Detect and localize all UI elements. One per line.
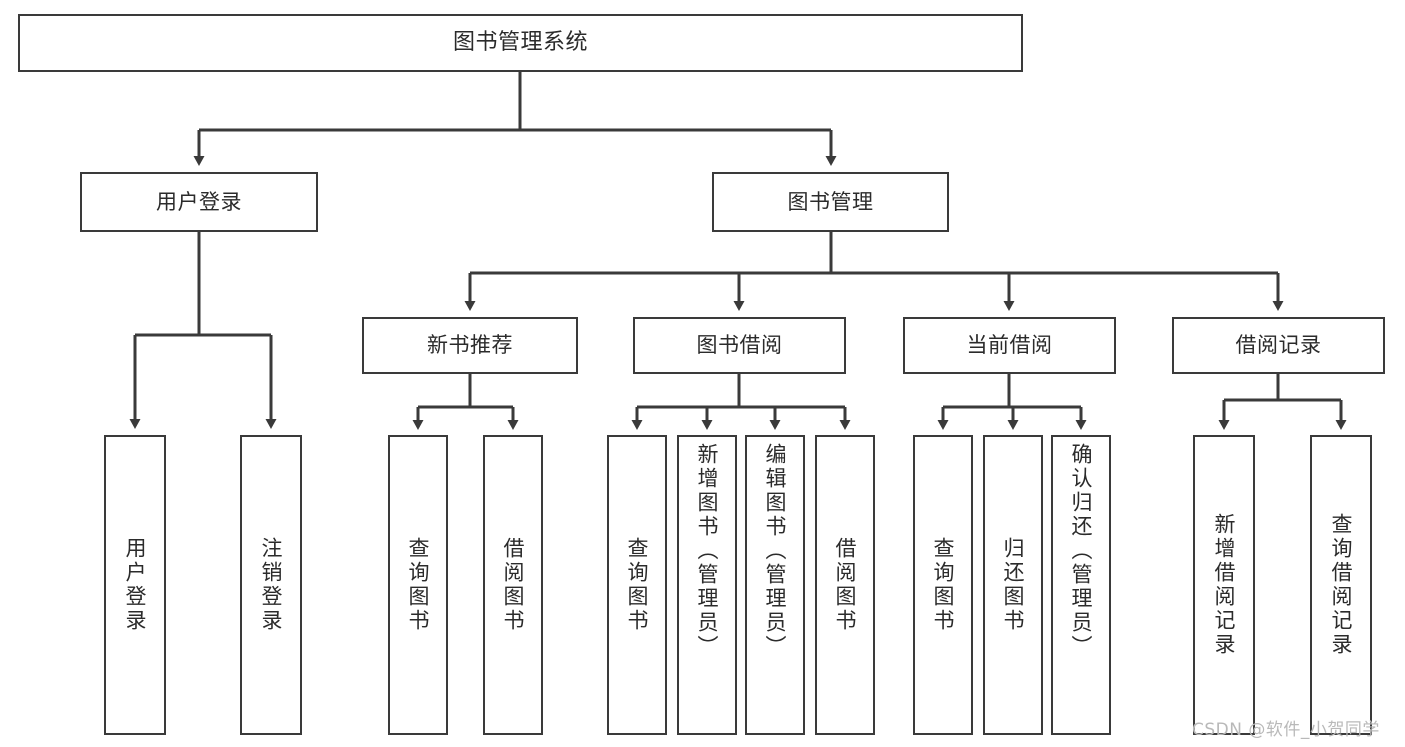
leaf-user-login-label: 用户登录 bbox=[123, 537, 148, 633]
leaf-return-book-label: 归还图书 bbox=[1001, 537, 1026, 633]
node-user-login-label: 用户登录 bbox=[156, 189, 242, 214]
leaf-query-book-recommend-label: 查询图书 bbox=[406, 537, 431, 633]
leaf-query-borrow-record-label: 查询借阅记录 bbox=[1329, 513, 1354, 657]
leaf-borrow-book-borrow-label: 借阅图书 bbox=[833, 537, 858, 633]
leaf-query-book-current[interactable]: 查询图书 bbox=[913, 435, 973, 735]
leaf-edit-book-admin-label: 编辑图书（管理员） bbox=[763, 443, 788, 659]
node-current-borrow-label: 当前借阅 bbox=[966, 333, 1053, 358]
leaf-borrow-book-recommend-label: 借阅图书 bbox=[501, 537, 526, 633]
leaf-query-book-current-label: 查询图书 bbox=[931, 537, 956, 633]
leaf-query-book-borrow-label: 查询图书 bbox=[625, 537, 650, 633]
node-root-label: 图书管理系统 bbox=[452, 30, 588, 56]
leaf-logout[interactable]: 注销登录 bbox=[240, 435, 302, 735]
node-user-login[interactable]: 用户登录 bbox=[80, 172, 318, 232]
node-book-borrow[interactable]: 图书借阅 bbox=[633, 317, 846, 374]
node-borrow-record[interactable]: 借阅记录 bbox=[1172, 317, 1385, 374]
leaf-query-borrow-record[interactable]: 查询借阅记录 bbox=[1310, 435, 1372, 735]
leaf-query-book-recommend[interactable]: 查询图书 bbox=[388, 435, 448, 735]
leaf-user-login[interactable]: 用户登录 bbox=[104, 435, 166, 735]
leaf-return-book[interactable]: 归还图书 bbox=[983, 435, 1043, 735]
leaf-edit-book-admin[interactable]: 编辑图书（管理员） bbox=[745, 435, 805, 735]
node-new-book-recommend[interactable]: 新书推荐 bbox=[362, 317, 578, 374]
node-root[interactable]: 图书管理系统 bbox=[18, 14, 1023, 72]
leaf-add-book-admin-label: 新增图书（管理员） bbox=[695, 443, 720, 659]
leaf-borrow-book-borrow[interactable]: 借阅图书 bbox=[815, 435, 875, 735]
leaf-add-borrow-record-label: 新增借阅记录 bbox=[1212, 513, 1237, 657]
node-book-manage[interactable]: 图书管理 bbox=[712, 172, 949, 232]
leaf-add-borrow-record[interactable]: 新增借阅记录 bbox=[1193, 435, 1255, 735]
node-borrow-record-label: 借阅记录 bbox=[1235, 333, 1322, 358]
leaf-query-book-borrow[interactable]: 查询图书 bbox=[607, 435, 667, 735]
node-current-borrow[interactable]: 当前借阅 bbox=[903, 317, 1116, 374]
leaf-confirm-return-admin[interactable]: 确认归还（管理员） bbox=[1051, 435, 1111, 735]
leaf-add-book-admin[interactable]: 新增图书（管理员） bbox=[677, 435, 737, 735]
node-new-book-recommend-label: 新书推荐 bbox=[427, 333, 513, 358]
leaf-logout-label: 注销登录 bbox=[259, 537, 284, 633]
leaf-confirm-return-admin-label: 确认归还（管理员） bbox=[1069, 443, 1094, 659]
node-book-borrow-label: 图书借阅 bbox=[696, 333, 783, 358]
node-book-manage-label: 图书管理 bbox=[787, 189, 874, 214]
leaf-borrow-book-recommend[interactable]: 借阅图书 bbox=[483, 435, 543, 735]
